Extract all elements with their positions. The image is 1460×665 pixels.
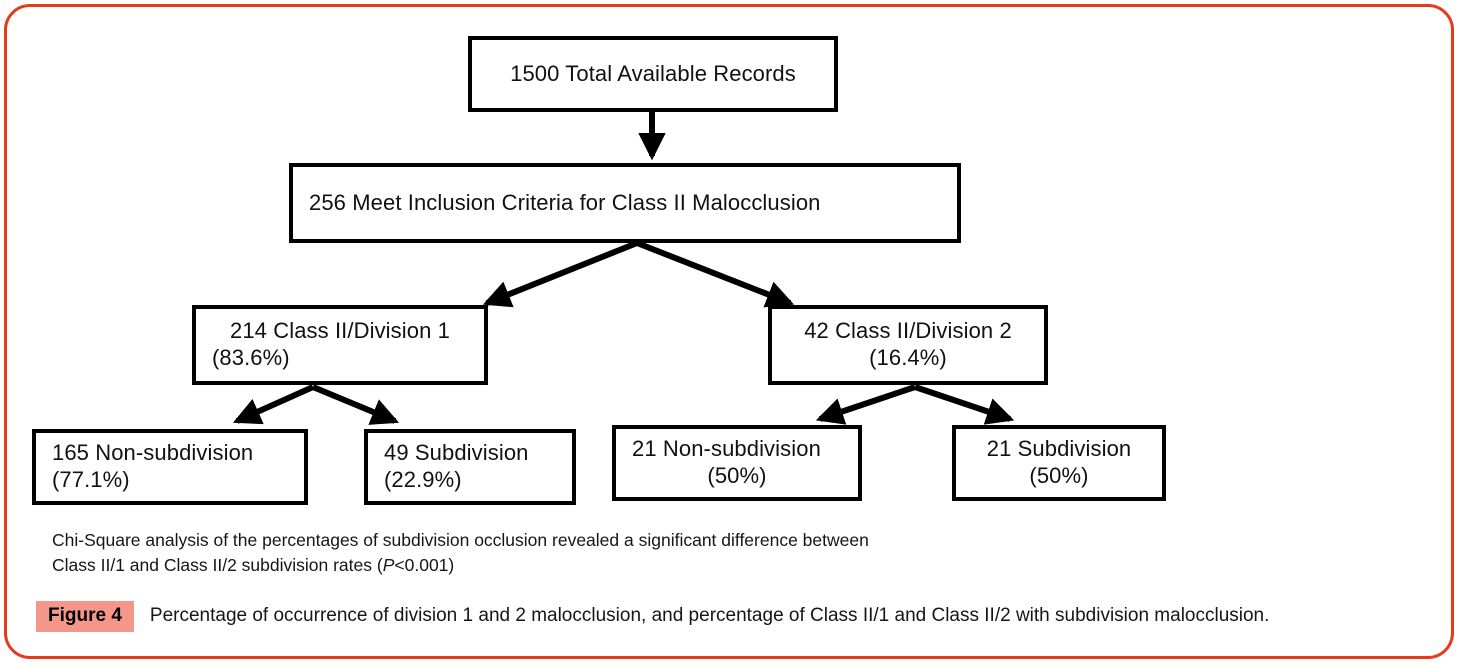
edge-inclusion-to-div2 bbox=[635, 240, 795, 308]
figure-caption-text: Percentage of occurrence of division 1 a… bbox=[149, 605, 1270, 627]
flow-node-total-records-line1: 1500 Total Available Records bbox=[510, 60, 796, 86]
figure-number-badge: Figure 4 bbox=[36, 601, 134, 632]
flow-node-class2-division2-line1: 42 Class II/Division 2 bbox=[804, 318, 1012, 344]
flow-node-class2-division1-line2: (83.6%) bbox=[212, 345, 290, 370]
flow-node-division1-nonsubdivision-line2: (77.1%) bbox=[52, 467, 130, 492]
flow-node-division1-nonsubdivision[interactable]: 165 Non-subdivision (77.1%) bbox=[32, 429, 308, 505]
flow-node-inclusion-criteria[interactable]: 256 Meet Inclusion Criteria for Class II… bbox=[289, 163, 961, 243]
edge-div1-to-nonsubdivision bbox=[232, 384, 315, 425]
statistics-note-p-symbol: P bbox=[382, 555, 395, 576]
flow-node-class2-division1[interactable]: 214 Class II/Division 1 (83.6%) bbox=[192, 305, 488, 385]
statistics-note-line2-prefix: Class II/1 and Class II/2 subdivision ra… bbox=[52, 555, 383, 576]
flow-node-division2-nonsubdivision-line1: 21 Non-subdivision bbox=[632, 436, 821, 462]
flow-node-class2-division2[interactable]: 42 Class II/Division 2 (16.4%) bbox=[768, 305, 1048, 385]
flow-node-division1-subdivision-line1: 49 Subdivision bbox=[384, 440, 529, 466]
edge-inclusion-to-div1 bbox=[482, 240, 639, 308]
statistics-note-line2: Class II/1 and Class II/2 subdivision ra… bbox=[52, 553, 1052, 578]
flow-node-division1-subdivision[interactable]: 49 Subdivision (22.9%) bbox=[364, 429, 576, 505]
statistics-note-line2-suffix: <0.001) bbox=[394, 555, 455, 576]
flow-node-total-records[interactable]: 1500 Total Available Records bbox=[468, 36, 838, 112]
flow-node-division2-subdivision[interactable]: 21 Subdivision (50%) bbox=[952, 425, 1166, 501]
flow-node-class2-division2-line2: (16.4%) bbox=[869, 345, 947, 370]
flow-node-division2-nonsubdivision-line2: (50%) bbox=[707, 463, 767, 488]
edge-div1-to-subdivision bbox=[311, 384, 400, 425]
flow-node-division1-subdivision-line2: (22.9%) bbox=[384, 467, 462, 492]
edge-div2-to-subdivision bbox=[914, 384, 1015, 425]
edge-div2-to-nonsubdivision bbox=[815, 384, 916, 425]
flow-node-inclusion-criteria-line1: 256 Meet Inclusion Criteria for Class II… bbox=[309, 189, 821, 215]
flow-node-class2-division1-line1: 214 Class II/Division 1 bbox=[230, 318, 450, 344]
flow-node-division1-nonsubdivision-line1: 165 Non-subdivision bbox=[52, 440, 254, 466]
figure-caption-row: Figure 4 Percentage of occurrence of div… bbox=[36, 601, 1269, 632]
flow-node-division2-subdivision-line2: (50%) bbox=[1029, 463, 1089, 488]
statistics-note-line1: Chi-Square analysis of the percentages o… bbox=[52, 530, 869, 550]
flow-node-division2-subdivision-line1: 21 Subdivision bbox=[986, 436, 1132, 462]
flow-node-division2-nonsubdivision[interactable]: 21 Non-subdivision (50%) bbox=[612, 425, 862, 501]
statistics-note: Chi-Square analysis of the percentages o… bbox=[52, 528, 1052, 579]
